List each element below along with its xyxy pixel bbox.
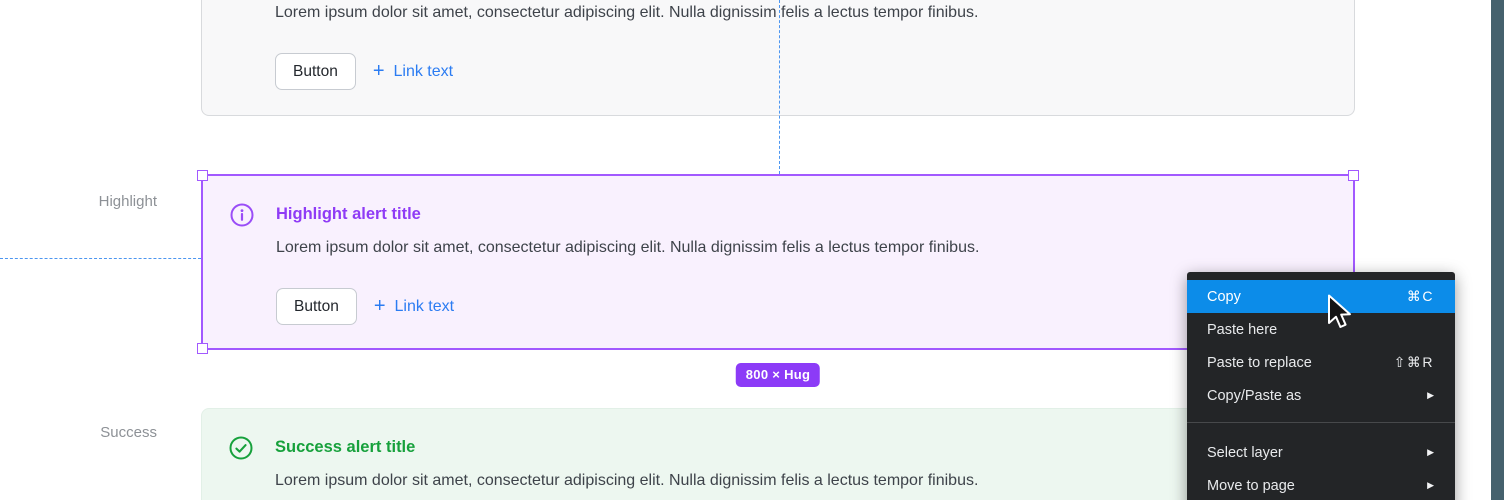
menu-item-copy[interactable]: Copy ⌘C xyxy=(1187,280,1455,313)
alert-link[interactable]: + Link text xyxy=(373,294,455,317)
row-label-highlight: Highlight xyxy=(98,193,157,210)
selection-handle-top-left[interactable] xyxy=(197,170,208,181)
alert-button[interactable]: Button xyxy=(276,288,357,325)
selection-size-badge: 800 × Hug xyxy=(735,363,821,387)
success-alert-card[interactable]: Success alert title Lorem ipsum dolor si… xyxy=(201,408,1355,500)
mouse-cursor-icon xyxy=(1327,294,1353,337)
menu-item-paste-to-replace[interactable]: Paste to replace ⇧⌘R xyxy=(1187,346,1455,379)
submenu-arrow-icon: ▶ xyxy=(1427,447,1434,457)
highlight-alert-card-selected[interactable]: Highlight alert title Lorem ipsum dolor … xyxy=(197,170,1359,387)
alert-actions: Button + Link text xyxy=(276,288,454,325)
menu-shortcut: ⌘C xyxy=(1406,288,1434,304)
menu-separator xyxy=(1187,422,1455,423)
check-circle-icon xyxy=(229,436,253,460)
menu-item-label: Paste here xyxy=(1207,321,1278,338)
alert-body-text: Lorem ipsum dolor sit amet, consectetur … xyxy=(275,4,979,21)
context-menu: Copy ⌘C Paste here Paste to replace ⇧⌘R … xyxy=(1187,272,1455,500)
alert-title: Highlight alert title xyxy=(276,205,421,223)
menu-item-label: Select layer xyxy=(1207,444,1283,461)
plus-icon: + xyxy=(373,294,386,317)
alert-actions: Button + Link text xyxy=(275,53,453,90)
alert-title: Success alert title xyxy=(275,438,416,456)
info-circle-icon xyxy=(230,203,254,227)
alert-link[interactable]: + Link text xyxy=(372,59,454,82)
right-panel-edge xyxy=(1491,0,1504,500)
menu-item-select-layer[interactable]: Select layer ▶ xyxy=(1187,436,1455,469)
info-alert-card[interactable]: Lorem ipsum dolor sit amet, consectetur … xyxy=(201,0,1355,116)
alert-link-label: Link text xyxy=(394,297,455,315)
menu-shortcut: ⇧⌘R xyxy=(1393,354,1434,370)
selection-handle-top-right[interactable] xyxy=(1348,170,1359,181)
row-label-success: Success xyxy=(100,424,157,441)
menu-item-label: Move to page xyxy=(1207,477,1295,494)
submenu-arrow-icon: ▶ xyxy=(1427,480,1434,490)
alert-body-text: Lorem ipsum dolor sit amet, consectetur … xyxy=(275,472,979,489)
submenu-arrow-icon: ▶ xyxy=(1427,390,1434,400)
menu-item-label: Copy xyxy=(1207,288,1241,305)
alert-body-text: Lorem ipsum dolor sit amet, consectetur … xyxy=(276,239,980,256)
horizontal-guide-line xyxy=(0,258,201,259)
vertical-guide-line xyxy=(779,0,780,174)
menu-item-paste-here[interactable]: Paste here xyxy=(1187,313,1455,346)
menu-item-label: Paste to replace xyxy=(1207,354,1312,371)
menu-item-move-to-page[interactable]: Move to page ▶ xyxy=(1187,469,1455,500)
alert-button[interactable]: Button xyxy=(275,53,356,90)
alert-link-label: Link text xyxy=(393,62,454,80)
selection-handle-bottom-left[interactable] xyxy=(197,343,208,354)
menu-item-label: Copy/Paste as xyxy=(1207,387,1302,404)
plus-icon: + xyxy=(372,59,385,82)
menu-item-copy-paste-as[interactable]: Copy/Paste as ▶ xyxy=(1187,379,1455,412)
